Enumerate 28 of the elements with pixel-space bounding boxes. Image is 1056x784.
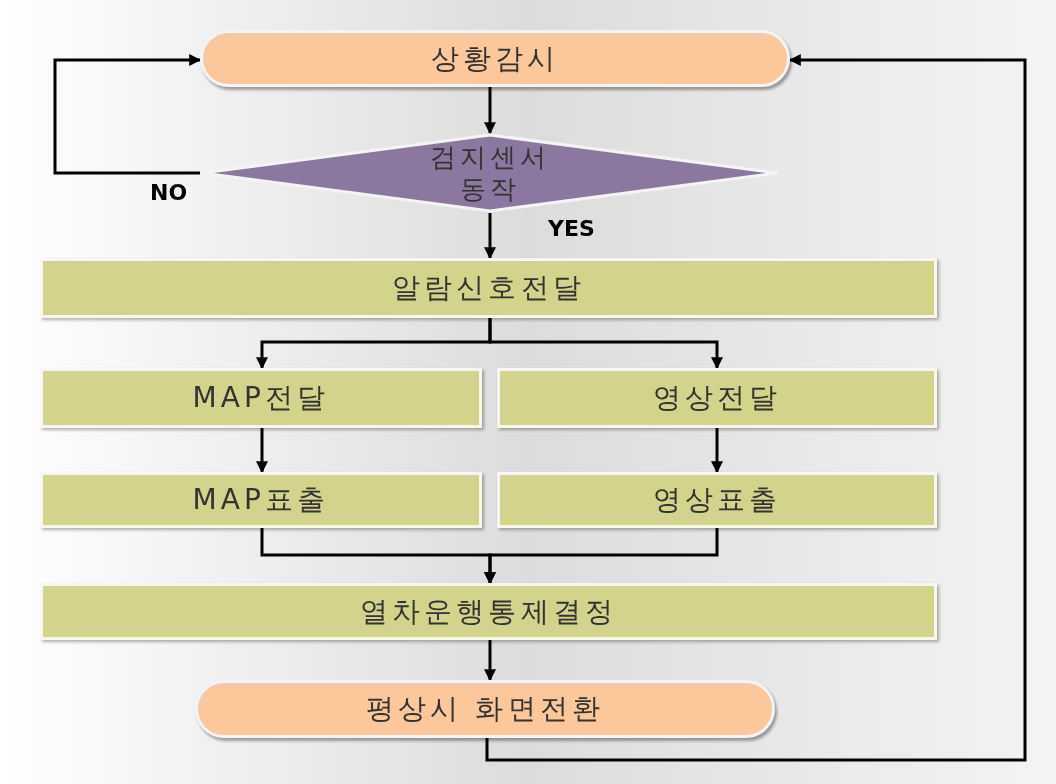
- terminal-node: [200, 30, 790, 87]
- arrow: [256, 428, 268, 474]
- arrow: [484, 213, 496, 260]
- process-box: [40, 368, 482, 428]
- node-label: MAP전달: [192, 380, 330, 416]
- node-label: 열차운행통제결정: [359, 593, 618, 630]
- arrow: [711, 428, 723, 474]
- node-label: 알람신호전달: [391, 270, 586, 306]
- node-label: 상황감시: [430, 40, 560, 77]
- arrow: [484, 87, 496, 135]
- edge-label: YES: [548, 215, 595, 243]
- node-label: MAP표출: [192, 482, 330, 518]
- node-label: 영상전달: [652, 380, 782, 416]
- edge-label: NO: [150, 179, 188, 207]
- arrow: [484, 528, 719, 585]
- arrow: [484, 640, 496, 682]
- node-label: 영상표출: [652, 482, 782, 518]
- process-box: [40, 583, 937, 640]
- process-box: [497, 472, 937, 528]
- terminal-node: [195, 680, 775, 738]
- node-label: 검지센서 동작: [429, 141, 551, 205]
- process-box: [40, 258, 937, 318]
- arrow: [53, 54, 202, 175]
- arrow: [488, 318, 723, 370]
- node-label: 평상시 화면전환: [365, 691, 605, 727]
- arrow: [485, 54, 1027, 762]
- process-box: [497, 368, 937, 428]
- process-box: [40, 472, 482, 528]
